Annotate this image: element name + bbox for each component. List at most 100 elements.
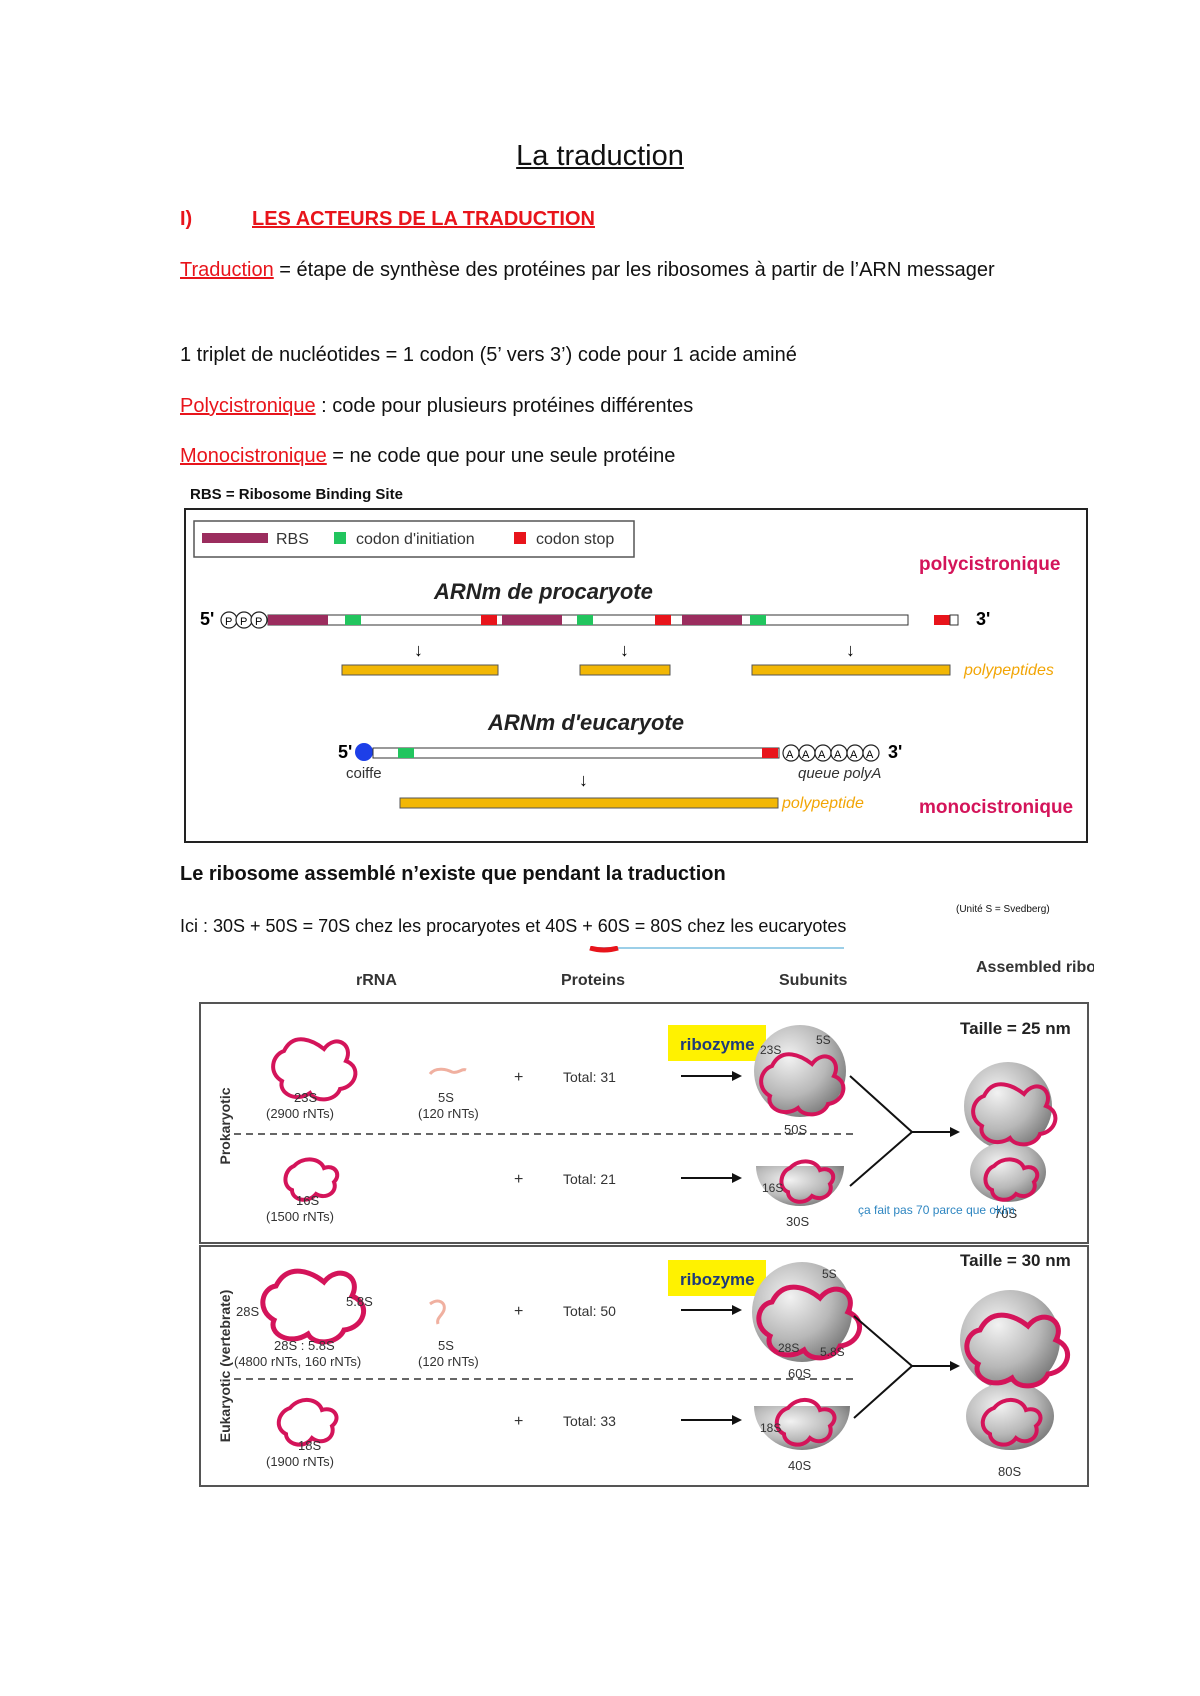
start-codon	[398, 748, 414, 758]
rrna-23s-icon	[971, 1082, 1058, 1147]
polyA-tail: A A A A A A	[782, 744, 880, 762]
polyA-base: A	[850, 749, 858, 761]
rrna-16s-icon	[779, 1159, 836, 1204]
r28-58-nt: (4800 rNTs, 160 rNTs)	[234, 1354, 361, 1369]
sub-50s: 50S	[784, 1122, 807, 1137]
rrna-16s-icon	[283, 1157, 340, 1202]
plus-sign: +	[514, 1413, 523, 1430]
phosphate-3: P	[255, 616, 262, 628]
definition-polycistronique: Polycistronique : code pour plusieurs pr…	[180, 390, 1040, 423]
legend-stop-swatch	[514, 532, 526, 544]
stop-codon	[655, 615, 671, 625]
polyA-base: A	[802, 749, 810, 761]
ribosome-figure: rRNA Proteins Subunits Assembled ribosom…	[199, 946, 1094, 1487]
stop-codon	[762, 748, 778, 758]
ribozyme-label: ribozyme	[680, 1270, 755, 1289]
prok-panel	[199, 1002, 1089, 1244]
rbs-segment	[682, 615, 742, 625]
euk-title: ARNm d'eucaryote	[487, 710, 684, 735]
rbs-segment	[502, 615, 562, 625]
section-number: I)	[180, 208, 193, 230]
arrow-down: ↓	[846, 640, 855, 660]
ribozyme-highlight	[668, 1025, 766, 1061]
mrna-legend: RBS codon d'initiation codon stop	[193, 520, 635, 558]
in-28s: 28S	[778, 1341, 799, 1355]
euk-r5s-label: 5S	[438, 1338, 454, 1353]
euk-mrna-strand	[372, 747, 780, 759]
euk-total-small: Total: 33	[563, 1413, 616, 1429]
codon-definition: 1 triplet de nucléotides = 1 codon (5’ v…	[180, 344, 797, 366]
euk-5prime: 5'	[338, 742, 352, 762]
rrna-28s-icon	[756, 1284, 862, 1361]
prok-label: Prokaryotic	[217, 1087, 233, 1164]
arrow-down: ↓	[579, 770, 588, 790]
header-proteins: Proteins	[561, 972, 625, 989]
arrow-head	[732, 1305, 742, 1315]
subunit-60s-sphere	[752, 1262, 852, 1362]
polypeptide-label: polypeptide	[781, 795, 864, 812]
rrna-16s-icon	[983, 1157, 1040, 1202]
arrow-head	[732, 1415, 742, 1425]
phosphate-1: P	[225, 616, 232, 628]
poly-text: : code pour plusieurs protéines différen…	[315, 395, 694, 417]
rbs-segment	[268, 615, 328, 625]
definition-traduction: Traduction = étape de synthèse des proté…	[180, 254, 1040, 287]
plus-sign: +	[514, 1069, 523, 1086]
arrow-down: ↓	[414, 640, 423, 660]
definition-monocistronique: Monocistronique = ne code que pour une s…	[180, 440, 1040, 473]
phosphate-2: P	[240, 616, 247, 628]
r28-58-label: 28S : 5.8S	[274, 1338, 335, 1353]
in-18s: 18S	[760, 1421, 781, 1435]
r18s-nt: (1900 rNTs)	[266, 1454, 334, 1469]
prok-3prime: 3'	[976, 609, 990, 629]
prok-note: ça fait pas 70 parce que oklm	[858, 1203, 1015, 1217]
rrna-5s-icon	[428, 1067, 467, 1076]
mono-label: monocistronique	[919, 797, 1073, 818]
polyA-label: queue polyA	[798, 765, 881, 782]
polypeptides-label: polypeptides	[963, 662, 1054, 679]
stop-codon	[481, 615, 497, 625]
rbs-caption: RBS = Ribosome Binding Site	[190, 486, 403, 503]
legend-rbs: RBS	[276, 531, 309, 548]
section-heading: I) LES ACTEURS DE LA TRADUCTION	[180, 208, 595, 231]
in-23s: 23S	[760, 1043, 781, 1057]
mrna-figure: RBS codon d'initiation codon stop polyci…	[184, 508, 1088, 843]
sub-40s: 40S	[788, 1458, 811, 1473]
header-rrna: rRNA	[356, 972, 397, 989]
arrow-head	[950, 1361, 960, 1371]
section-title: LES ACTEURS DE LA TRADUCTION	[252, 208, 595, 230]
in-5s: 5S	[816, 1033, 831, 1047]
rrna-18s-icon	[774, 1398, 837, 1447]
r5s-label: 5S	[438, 1090, 454, 1105]
legend-rbs-swatch	[202, 533, 268, 543]
plus-sign: +	[514, 1303, 523, 1320]
arrow-head	[732, 1173, 742, 1183]
polyA-base: A	[866, 749, 874, 761]
header-assembled: Assembled ribosomes	[976, 959, 1094, 976]
polypeptide-bar	[399, 797, 779, 809]
r18s-label: 18S	[298, 1438, 321, 1453]
rrna-28s-icon	[260, 1268, 366, 1345]
r28s-label: 28S	[236, 1304, 259, 1319]
arrow-head	[950, 1127, 960, 1137]
rrna-23s-icon	[271, 1037, 358, 1102]
start-codon	[577, 615, 593, 625]
cap-icon	[355, 743, 373, 761]
sub-60s: 60S	[788, 1366, 811, 1381]
euk-label: Eukaryotic (vertebrate)	[217, 1290, 233, 1443]
in-58s: 5.8S	[820, 1345, 845, 1359]
ribozyme-highlight	[668, 1260, 766, 1296]
stop-codon	[934, 615, 950, 625]
rrna-18s-icon	[276, 1398, 339, 1447]
prok-5prime: 5'	[200, 609, 214, 629]
rrna-5s-icon	[429, 1299, 446, 1325]
assembled-80s: 80S	[998, 1464, 1021, 1479]
r5s-nt: (120 rNTs)	[418, 1106, 479, 1121]
in-16s: 16S	[762, 1181, 783, 1195]
r16s-label: 16S	[296, 1193, 319, 1208]
mono-text: = ne code que pour une seule protéine	[326, 445, 676, 467]
start-codon	[345, 615, 361, 625]
decor-mark	[589, 946, 619, 953]
prok-total-small: Total: 21	[563, 1171, 616, 1187]
euk-total-large: Total: 50	[563, 1303, 616, 1319]
